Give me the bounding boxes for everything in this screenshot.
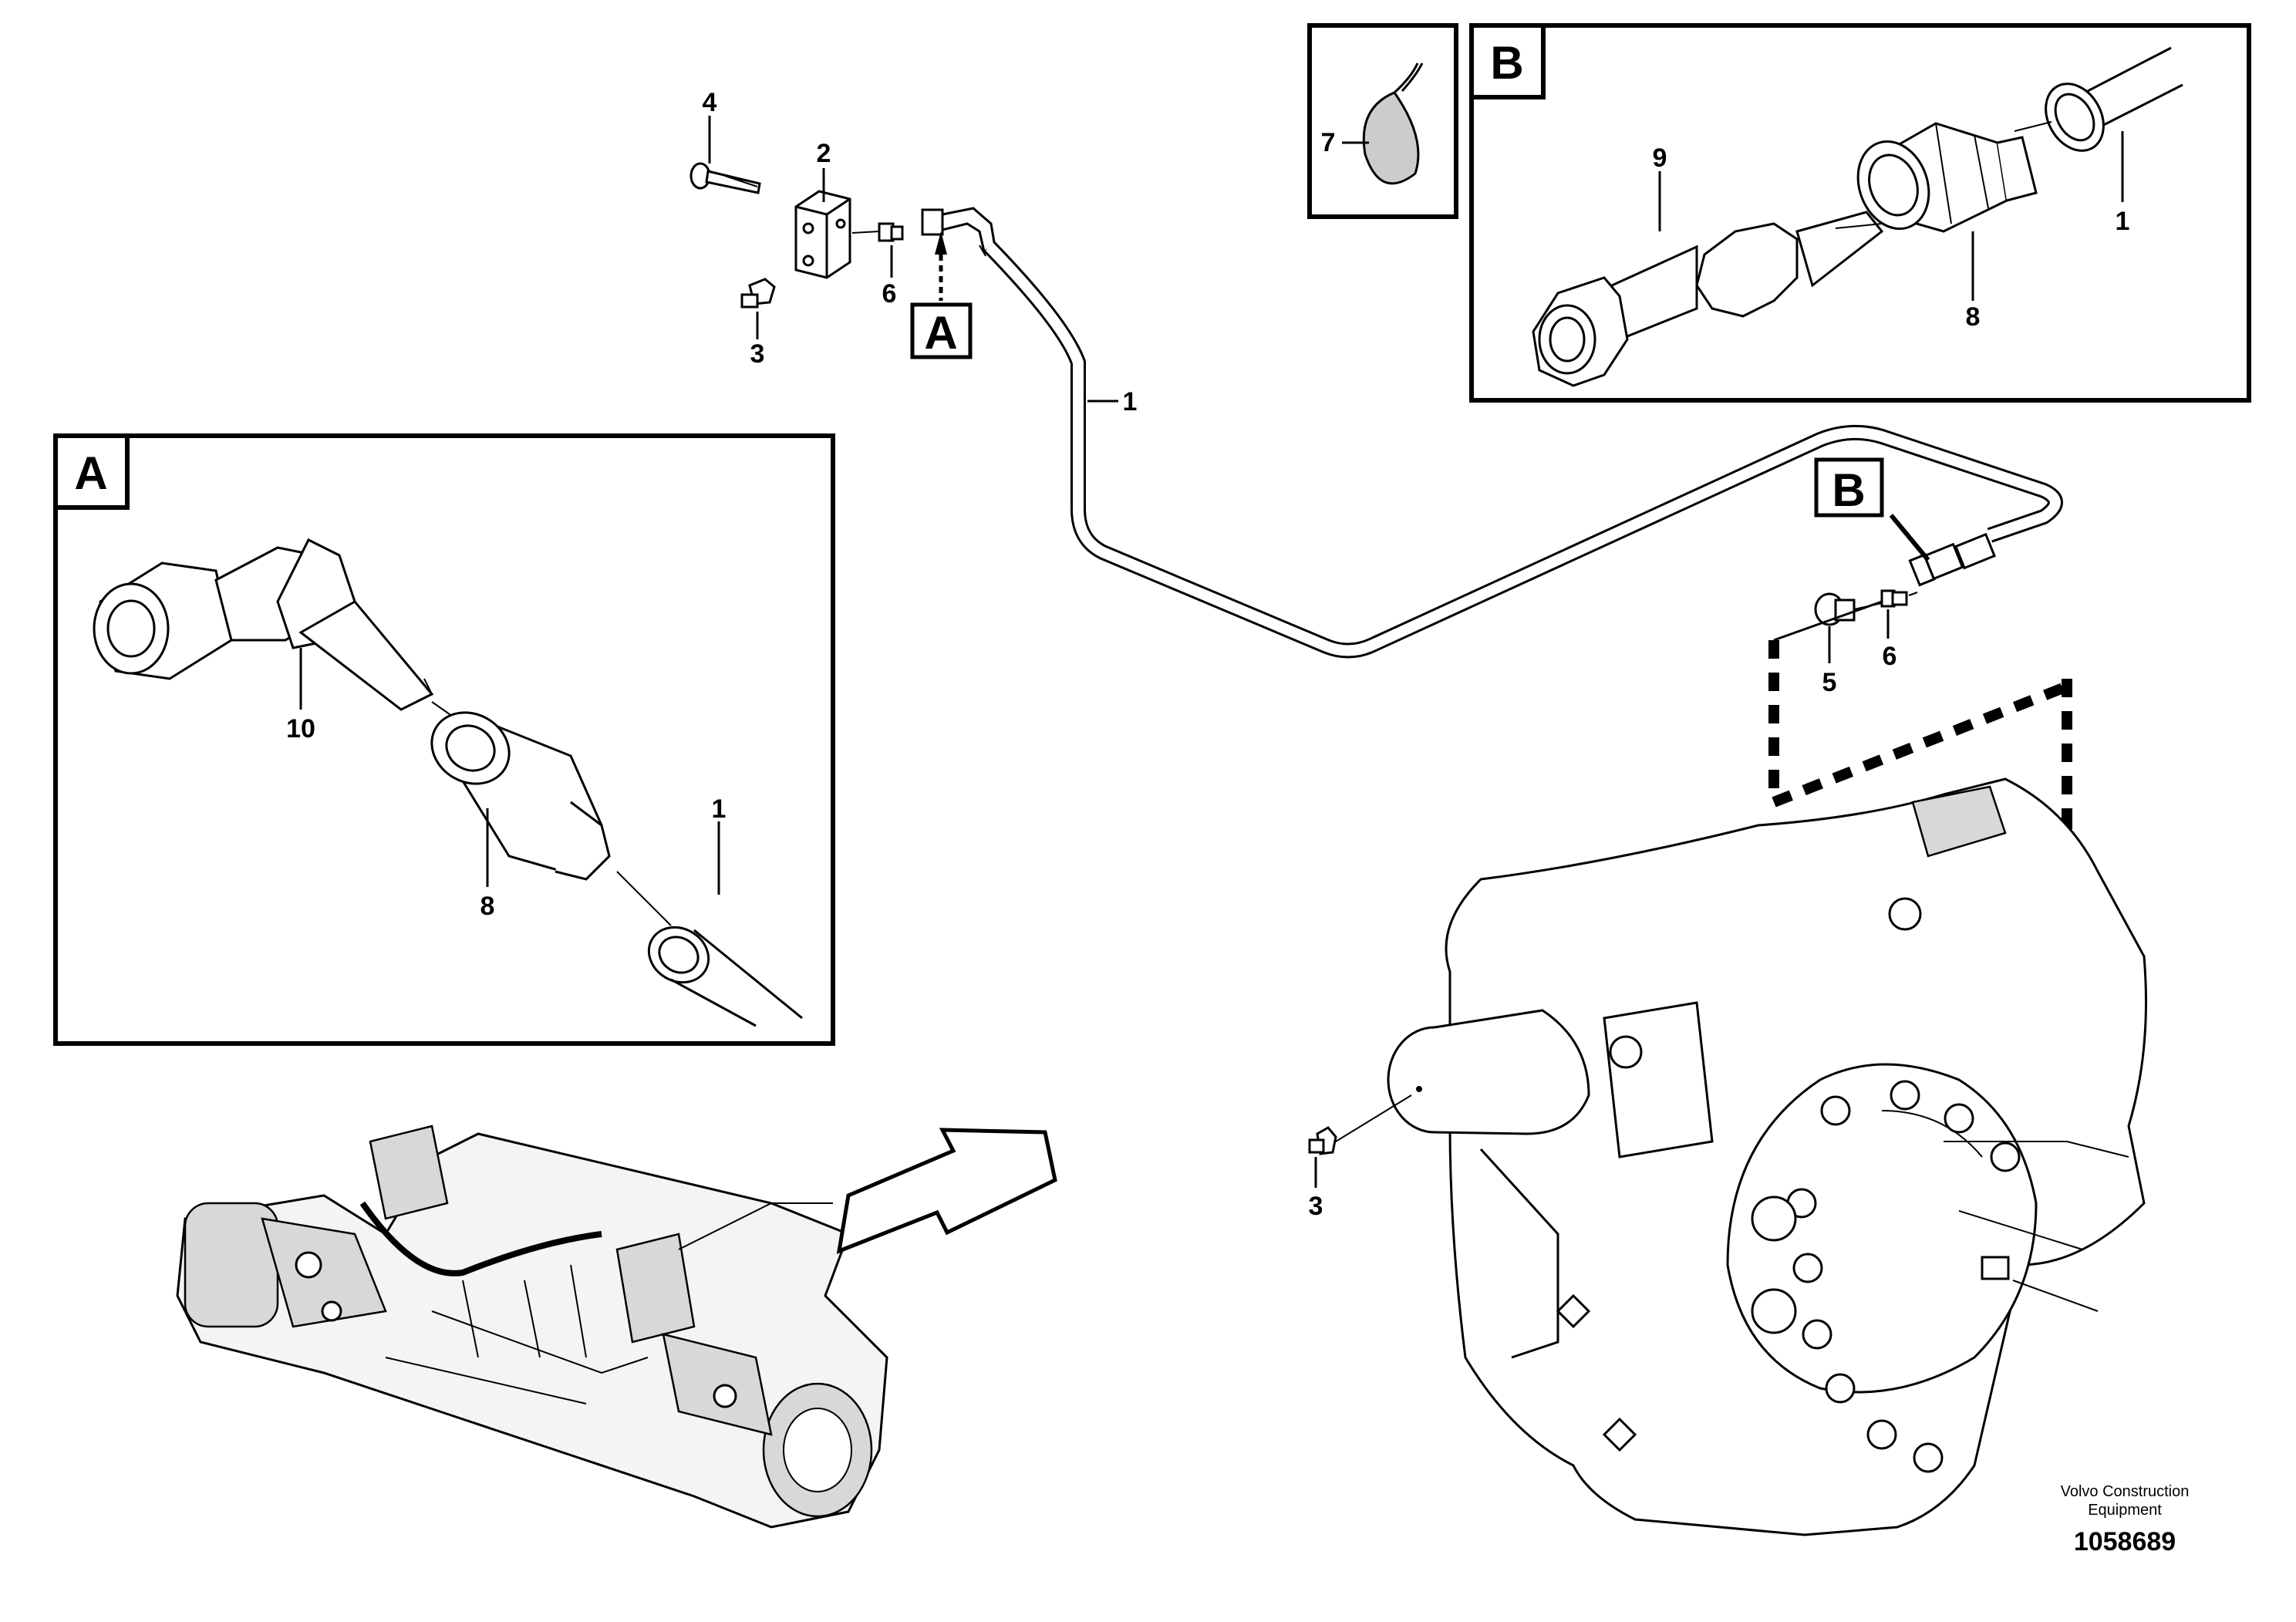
pipe-part-1: [983, 241, 2063, 659]
axle-overview-illustration: [176, 1125, 888, 1529]
fitting-b-assembly: [1814, 457, 1996, 587]
callout-6-mid: 6: [1883, 642, 1897, 671]
detail-box-b: [1469, 23, 2251, 403]
adapter-part-6-mid: [1880, 589, 1918, 639]
detail-a-pointer: [910, 231, 973, 359]
bolt-part-4: [689, 116, 761, 194]
block-part-2: [794, 168, 851, 279]
brand-line-1: Volvo Construction: [2061, 1483, 2190, 1500]
callout-3-bottom: 3: [1309, 1192, 1323, 1221]
callout-4: 4: [703, 88, 717, 117]
pipe-fitting-top: [921, 207, 996, 257]
callout-a-8: 8: [480, 892, 495, 921]
callout-b-8: 8: [1966, 302, 1981, 332]
callout-1-main: 1: [1123, 387, 1138, 416]
detail-a-pointer-label: A: [924, 307, 957, 359]
callout-7: 7: [1321, 128, 1336, 157]
adapter-part-6-top: [851, 222, 904, 278]
figure-number: 1058689: [2074, 1527, 2176, 1556]
detail-box-7: [1307, 23, 1458, 219]
axle-housing-illustration: [1308, 777, 2147, 1536]
callout-2: 2: [817, 139, 831, 168]
callout-b-9: 9: [1653, 143, 1667, 173]
detail-box-a: [53, 433, 835, 1046]
detail-b-box-title: B: [1490, 37, 1523, 89]
callout-b-1: 1: [2116, 207, 2130, 236]
callout-a-1: 1: [712, 794, 727, 824]
grease-nipple-part-3: [740, 278, 776, 339]
callout-3-top: 3: [750, 339, 765, 369]
callout-5: 5: [1822, 668, 1837, 697]
brand-line-2: Equipment: [2088, 1502, 2162, 1519]
detail-b-pointer-label: B: [1832, 464, 1865, 516]
callout-a-10: 10: [286, 714, 315, 744]
direction-arrow: [836, 1128, 1057, 1254]
detail-a-box-title: A: [74, 447, 107, 499]
callout-6-top: 6: [882, 279, 897, 309]
